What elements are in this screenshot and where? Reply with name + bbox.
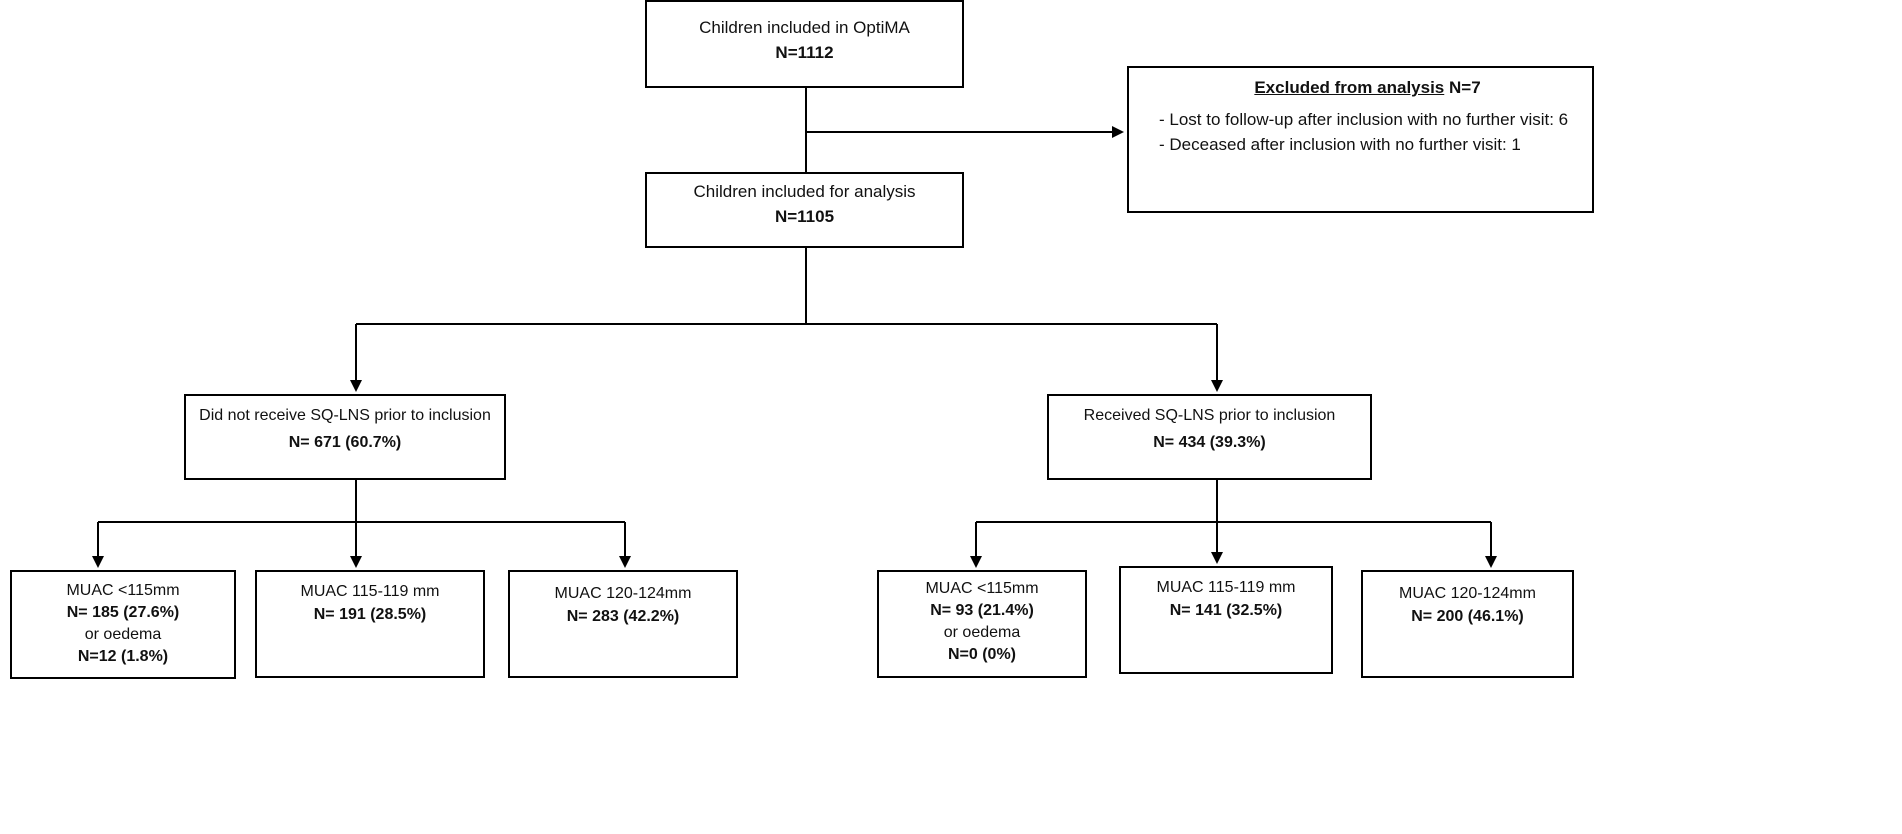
box-count: N= 434 (39.3%) — [1153, 434, 1266, 452]
box-count: N= 141 (32.5%) — [1169, 602, 1283, 620]
box-right-muac-115-119: MUAC 115-119 mm N= 141 (32.5%) — [1119, 566, 1333, 674]
box-extra-count: N=12 (1.8%) — [77, 648, 169, 666]
box-left-muac-115-119: MUAC 115-119 mm N= 191 (28.5%) — [255, 570, 485, 678]
box-title: MUAC 120-124mm — [554, 585, 692, 602]
box-children-analysis: Children included for analysis N=1105 — [645, 172, 964, 248]
box-count: N= 671 (60.7%) — [288, 434, 402, 452]
box-no-sq-lns: Did not receive SQ-LNS prior to inclusio… — [184, 394, 506, 480]
box-right-muac-120-124: MUAC 120-124mm N= 200 (46.1%) — [1361, 570, 1574, 678]
excluded-heading: Excluded from analysis N=7 — [1159, 76, 1576, 101]
excluded-title: Excluded from analysis — [1254, 78, 1445, 97]
box-left-muac-120-124: MUAC 120-124mm N= 283 (42.2%) — [508, 570, 738, 678]
box-count: N=1105 — [774, 206, 835, 226]
box-extra-count: N=0 (0%) — [947, 646, 1017, 664]
box-left-muac-lt115: MUAC <115mm N= 185 (27.6%) or oedema N=1… — [10, 570, 236, 679]
box-extra: or oedema — [84, 626, 162, 644]
excluded-item-lost: - Lost to follow-up after inclusion with… — [1159, 109, 1569, 129]
box-title: MUAC 120-124mm — [1399, 585, 1536, 602]
box-title: Received SQ-LNS prior to inclusion — [1083, 407, 1336, 424]
box-title: MUAC <115mm — [925, 580, 1039, 597]
box-count: N= 185 (27.6%) — [66, 604, 180, 622]
box-count: N= 93 (21.4%) — [930, 602, 1034, 620]
box-title: MUAC 115-119 mm — [1156, 579, 1296, 596]
box-extra: or oedema — [943, 624, 1021, 642]
excluded-item-deceased: - Deceased after inclusion with no furth… — [1159, 135, 1521, 155]
box-excluded-from-analysis: Excluded from analysis N=7 - Lost to fol… — [1127, 66, 1594, 213]
box-count: N= 200 (46.1%) — [1411, 608, 1524, 626]
box-count: N=1112 — [775, 42, 834, 62]
excluded-count: N=7 — [1448, 78, 1481, 97]
box-count: N= 283 (42.2%) — [566, 608, 680, 626]
box-title: MUAC 115-119 mm — [300, 583, 440, 600]
box-title: Children included for analysis — [693, 182, 916, 201]
box-children-included: Children included in OptiMA N=1112 — [645, 0, 964, 88]
box-title: Children included in OptiMA — [699, 18, 910, 37]
box-count: N= 191 (28.5%) — [313, 606, 427, 624]
box-title: Did not receive SQ-LNS prior to inclusio… — [199, 407, 491, 424]
box-title: MUAC <115mm — [66, 582, 180, 599]
box-right-muac-lt115: MUAC <115mm N= 93 (21.4%) or oedema N=0 … — [877, 570, 1087, 678]
box-received-sq-lns: Received SQ-LNS prior to inclusion N= 43… — [1047, 394, 1372, 480]
